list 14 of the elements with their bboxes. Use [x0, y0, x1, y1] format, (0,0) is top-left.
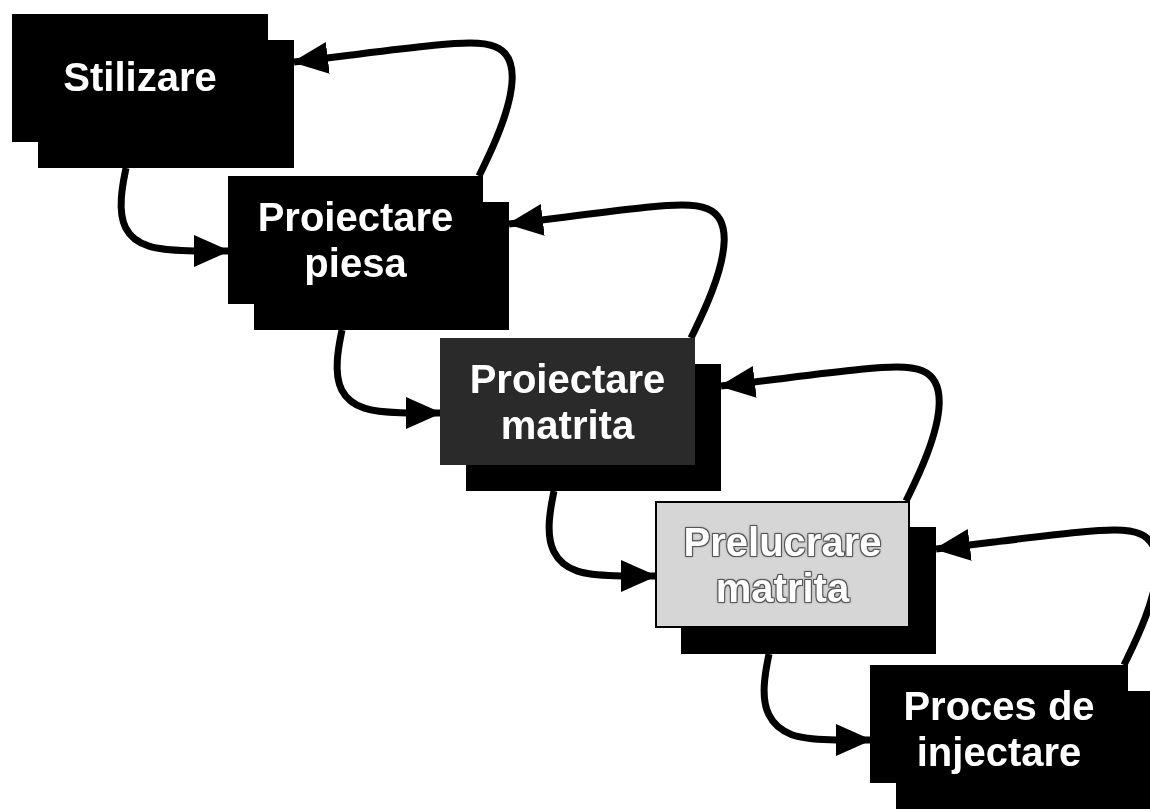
curved-arrow — [117, 167, 230, 267]
step-label: Proiectare matrita — [468, 356, 667, 448]
process-box — [870, 665, 1150, 809]
step-label: Proces de injectare — [902, 683, 1096, 775]
process-box — [12, 14, 294, 168]
process-box — [655, 501, 936, 654]
curved-arrow — [760, 653, 872, 756]
step-label: Stilizare — [62, 54, 218, 100]
step-label: Prelucrare matrita — [682, 519, 883, 611]
step-label: Proiectare piesa — [256, 194, 455, 286]
curved-arrow — [333, 329, 442, 429]
process-box — [228, 176, 509, 330]
process-box — [440, 338, 721, 491]
curved-arrow — [545, 490, 657, 592]
